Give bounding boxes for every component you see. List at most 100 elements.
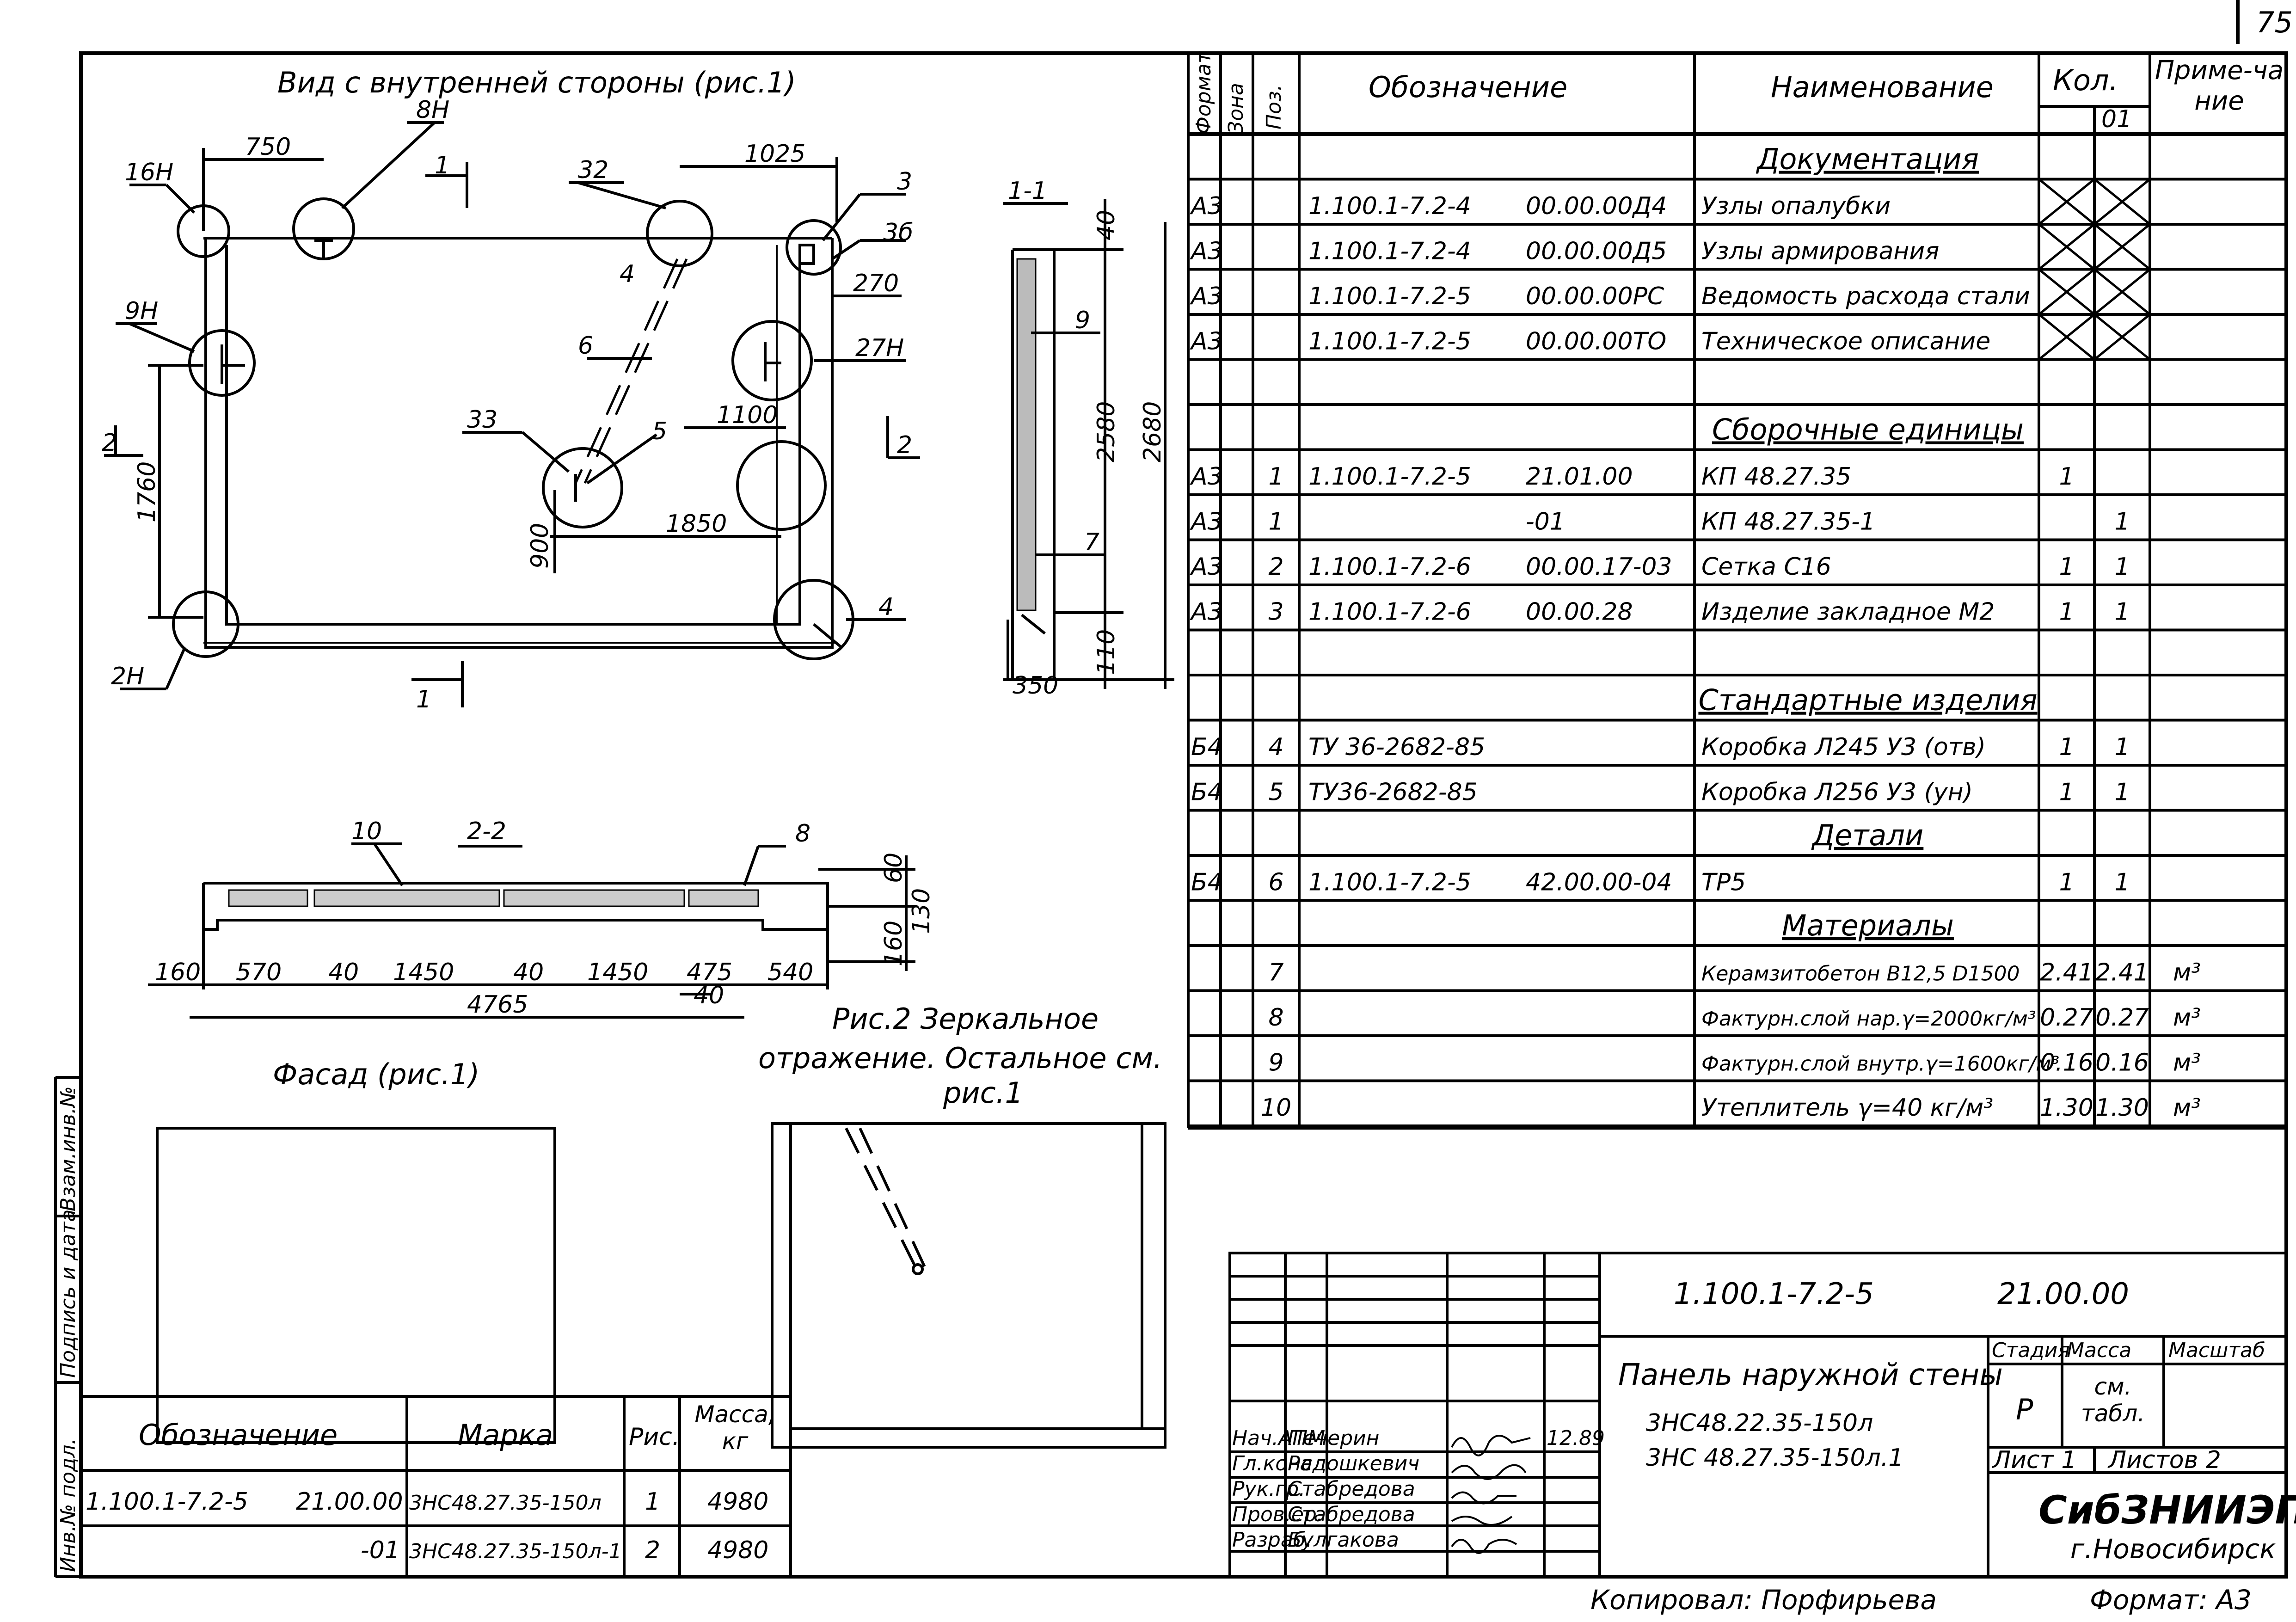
- callout-10: 10: [351, 817, 382, 845]
- callout-8: 8: [795, 820, 810, 848]
- title-line-2: 3НС48.22.35-150л: [1646, 1409, 1873, 1437]
- spec-cell: 1: [2114, 779, 2130, 806]
- spec-cell: 00.00.28: [1526, 598, 1633, 626]
- svg-text:4980: 4980: [707, 1536, 768, 1564]
- marks-h-mark: Марка: [458, 1418, 553, 1452]
- section-2-2-drawing: [148, 842, 915, 1019]
- spec-cell: Стандартные изделия: [1698, 683, 2037, 717]
- svg-text:1.100.1-7.2-5: 1.100.1-7.2-5: [86, 1488, 248, 1516]
- spec-cell: Б4: [1191, 869, 1223, 897]
- spec-cell: КП 48.27.35-1: [1701, 508, 1875, 536]
- spec-cell: 1: [2114, 733, 2130, 761]
- spec-cell: м³: [2173, 1049, 2201, 1077]
- callout-32: 32: [578, 156, 608, 184]
- spec-cell: 1.100.1-7.2-5: [1308, 283, 1471, 310]
- title-mass-v: см. табл.: [2081, 1373, 2145, 1427]
- spec-cell: 3: [1268, 598, 1283, 626]
- spec-cell: А3: [1190, 238, 1223, 265]
- title-role-name: Стабредова: [1288, 1477, 1415, 1501]
- spec-cell: 7: [1268, 959, 1283, 987]
- cut-mark-2-right: 2: [897, 431, 912, 459]
- spec-h-note: Приме-чание: [2155, 55, 2284, 116]
- callout-4a: 4: [878, 593, 894, 621]
- title-scale-h: Масштаб: [2168, 1339, 2265, 1362]
- dim-160b: 160: [880, 921, 908, 966]
- spec-cell: 1.100.1-7.2-6: [1308, 553, 1471, 581]
- spec-cell: А3: [1190, 463, 1223, 491]
- title-mass-h: Масса: [2067, 1339, 2131, 1362]
- spec-cell: ТР5: [1701, 869, 1746, 897]
- spec-cell: Техническое описание: [1701, 328, 1990, 356]
- callout-9n: 9Н: [125, 297, 158, 325]
- spec-section-row: Стандартные изделия: [1698, 683, 2037, 717]
- inner-view-dimensions: 750 1025 270 1100 1760 900 1850: [133, 133, 899, 569]
- spec-cell: 5: [1268, 779, 1283, 806]
- spec-cell: Коробка Л245 У3 (отв): [1701, 733, 1986, 761]
- cut-mark-2-left: 2: [102, 429, 117, 457]
- spec-cell: 1.100.1-7.2-6: [1308, 598, 1471, 626]
- dim-60: 60: [880, 853, 908, 883]
- dim-900: 900: [526, 523, 554, 569]
- svg-text:2: 2: [645, 1536, 660, 1564]
- spec-cell: 1: [2059, 779, 2074, 806]
- callout-5: 5: [652, 418, 667, 445]
- spec-cell: 1: [2059, 463, 2074, 491]
- facade-fig2: [771, 1122, 1166, 1449]
- callout-7: 7: [1084, 528, 1099, 556]
- spec-cell: -01: [1526, 508, 1565, 536]
- callout-8n: 8Н: [416, 96, 449, 124]
- spec-cell: Узлы армирования: [1701, 238, 1939, 265]
- spec-cell: 1.100.1-7.2-5: [1308, 869, 1471, 897]
- dim-2680: 2680: [1139, 401, 1166, 462]
- callout-16n: 16Н: [125, 159, 173, 186]
- callout-33: 33: [467, 406, 497, 434]
- spec-section-row: Детали: [1811, 818, 1924, 852]
- cross-mark: [2038, 313, 2095, 361]
- marks-row-2: -01 3НС48.27.35-150л-1 2 4980: [361, 1536, 768, 1564]
- title-role-role: Разраб.: [1232, 1528, 1312, 1552]
- spec-cell: м³: [2173, 1004, 2201, 1032]
- spec-cell: 1: [2059, 869, 2074, 897]
- spec-cell: 1.100.1-7.2-4: [1308, 238, 1471, 265]
- title-role-role: Пров.ер.: [1232, 1503, 1323, 1526]
- spec-cell: 1: [2059, 553, 2074, 581]
- spec-cell: 1: [2114, 869, 2130, 897]
- spec-cell: 10: [1261, 1094, 1291, 1122]
- title-role-name: Булгакова: [1288, 1528, 1399, 1552]
- spec-cell: ТУ 36-2682-85: [1308, 733, 1485, 761]
- spec-cell: А3: [1190, 508, 1223, 536]
- dim-1760: 1760: [133, 461, 161, 522]
- spec-cell: 8: [1268, 1004, 1283, 1032]
- spec-cell: Материалы: [1782, 909, 1954, 942]
- spec-cell: 1: [1268, 463, 1283, 491]
- spec-cell: Сборочные единицы: [1712, 413, 2024, 447]
- cross-mark: [2038, 178, 2095, 225]
- title-role-name: Радошкевич: [1288, 1452, 1419, 1475]
- dim-2580: 2580: [1093, 401, 1120, 462]
- dim-40b: 40: [513, 958, 544, 986]
- spec-cell: 00.00.00Д4: [1526, 192, 1667, 220]
- spec-cell: Б4: [1191, 733, 1223, 761]
- dim-160: 160: [155, 958, 201, 986]
- marks-table-grid: [80, 1395, 792, 1578]
- spec-cell: 1.30: [2095, 1094, 2149, 1122]
- callout-3b: 3б: [883, 219, 913, 246]
- title-format: Формат: А3: [2090, 1584, 2252, 1616]
- fig2-note-1: Рис.2 Зеркальное: [832, 1002, 1099, 1036]
- spec-cell: А3: [1190, 553, 1223, 581]
- section-1-1-title: 1-1: [1008, 177, 1047, 205]
- title-role-role: Гл.конс.: [1232, 1452, 1319, 1475]
- svg-text:1: 1: [645, 1488, 660, 1516]
- spec-cell: 00.00.00ТО: [1526, 328, 1666, 356]
- left-strip: [54, 1076, 81, 1578]
- cross-mark: [2093, 223, 2151, 270]
- svg-text:3НС48.27.35-150л: 3НС48.27.35-150л: [409, 1491, 602, 1515]
- spec-cell: 0.27: [2095, 1004, 2149, 1032]
